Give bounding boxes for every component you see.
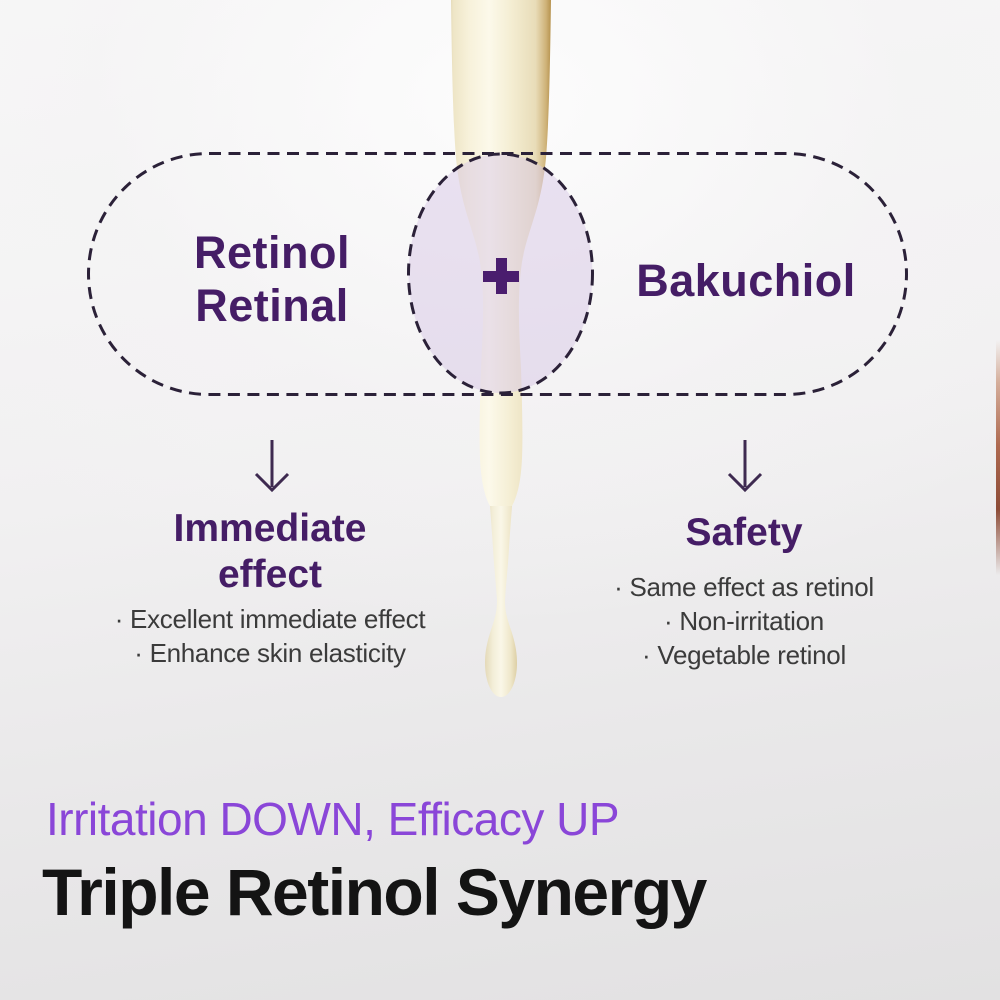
serum-drop (485, 506, 517, 697)
stadium-dashed-outline (87, 152, 908, 396)
left-down-arrow-icon (254, 440, 290, 493)
left-benefit-title-line1: Immediate (173, 507, 367, 550)
left-benefit-title-line2: effect (217, 553, 323, 596)
left-ingredient-line1: Retinol (194, 227, 350, 278)
left-benefit-title: Immediate effect (174, 506, 367, 598)
left-ingredient-label: Retinol Retinal (194, 226, 350, 332)
left-benefit-item: · Excellent immediate effect (114, 604, 426, 634)
footer-tagline: Irritation DOWN, Efficacy UP (46, 793, 620, 845)
right-benefit-item: · Vegetable retinol (642, 640, 846, 670)
right-down-arrow-icon (727, 440, 763, 493)
left-benefit-item: · Enhance skin elasticity (134, 638, 406, 668)
right-benefit-title: Safety (685, 511, 803, 554)
left-ingredient-line2: Retinal (195, 280, 349, 331)
plus-icon (483, 258, 519, 294)
overlap-ellipse-outline (407, 152, 594, 395)
right-benefit-item: · Same effect as retinol (614, 572, 874, 602)
right-benefit-item: · Non-irritation (664, 606, 824, 636)
footer-headline: Triple Retinol Synergy (42, 855, 707, 929)
right-benefit-list: · Same effect as retinol · Non-irritatio… (614, 570, 874, 672)
right-ingredient-label: Bakuchiol (636, 255, 856, 306)
screen-edge-artifact (996, 340, 1000, 575)
left-benefit-list: · Excellent immediate effect · Enhance s… (114, 602, 426, 670)
plus-icon-vertical-bar (495, 258, 507, 294)
